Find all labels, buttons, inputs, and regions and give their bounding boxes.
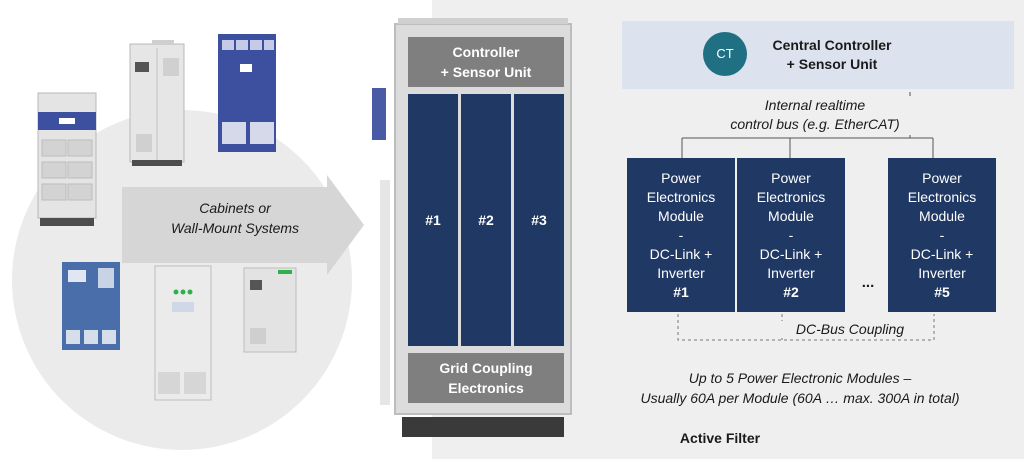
module-5-line3: Module — [919, 207, 965, 224]
cabinet-slot-2-label: #2 — [478, 212, 494, 228]
cabinet-illustration-e — [154, 265, 212, 401]
module-5-number: #5 — [934, 283, 950, 300]
ct-badge: CT — [703, 32, 747, 76]
cabinet-base — [402, 417, 564, 437]
module-1-line2: Electronics — [646, 188, 716, 205]
bus-label: Internal realtime control bus (e.g. Ethe… — [690, 96, 940, 134]
module-1-line4: - — [678, 226, 684, 243]
module-5-line2: Electronics — [907, 188, 977, 205]
cabinet-controller-line2: + Sensor Unit — [440, 64, 532, 80]
cabinet-side-panel — [380, 180, 390, 405]
module-2-line3: Module — [768, 207, 814, 224]
power-module-5: Power Electronics Module - DC-Link + Inv… — [888, 158, 996, 312]
module-2-line1: Power — [771, 169, 811, 186]
central-controller-box — [622, 21, 1014, 89]
module-2-line2: Electronics — [756, 188, 826, 205]
module-1-line6: Inverter — [657, 264, 705, 281]
cabinet-top-rail — [398, 18, 568, 24]
cabinet-slot-1-label: #1 — [425, 212, 441, 228]
module-5-line6: Inverter — [918, 264, 966, 281]
active-filter-caption: Active Filter — [679, 430, 761, 446]
cabinet-illustrations — [37, 34, 297, 401]
cabinet-illustration-f — [243, 267, 297, 353]
cabinet-grid-block: Grid Coupling Electronics — [408, 353, 564, 403]
ct-badge-label: CT — [716, 46, 734, 61]
cabinet-illustration-a — [37, 92, 97, 226]
module-2-number: #2 — [783, 283, 799, 300]
arrow-label-line1: Cabinets or — [199, 200, 271, 216]
cabinet-slot-3-label: #3 — [531, 212, 547, 228]
module-5-line5: DC-Link + — [910, 245, 974, 262]
cabinet-side-tab — [372, 88, 386, 140]
power-module-1: Power Electronics Module - DC-Link + Inv… — [627, 158, 735, 312]
central-controller-label: Central Controller + Sensor Unit — [752, 36, 912, 74]
module-5-line4: - — [939, 226, 945, 243]
summary-line2: Usually 60A per Module (60A … max. 300A … — [640, 390, 960, 406]
module-1-line5: DC-Link + — [649, 245, 713, 262]
module-1-number: #1 — [673, 283, 689, 300]
arrow-label: Cabinets or Wall-Mount Systems — [135, 198, 335, 238]
summary-line1: Up to 5 Power Electronic Modules – — [688, 370, 912, 386]
cabinet-controller-line1: Controller — [452, 44, 520, 60]
bus-label-line2: control bus (e.g. EtherCAT) — [730, 116, 900, 132]
module-5-line1: Power — [922, 169, 962, 186]
module-1-line1: Power — [661, 169, 701, 186]
cabinet-slot-3: #3 — [514, 94, 564, 346]
cabinet-illustration-c — [218, 34, 276, 152]
cabinet-controller-block: Controller + Sensor Unit — [408, 37, 564, 87]
central-controller-line2: + Sensor Unit — [786, 56, 878, 72]
cabinet-grid-line1: Grid Coupling — [439, 360, 533, 376]
cabinet-grid-line2: Electronics — [448, 380, 524, 396]
arrow-label-line2: Wall-Mount Systems — [170, 220, 300, 236]
module-2-line6: Inverter — [767, 264, 815, 281]
dc-bus-label: DC-Bus Coupling — [780, 321, 920, 337]
bus-label-line1: Internal realtime — [764, 97, 866, 113]
central-controller-line1: Central Controller — [772, 37, 892, 53]
cabinet-illustration-d — [62, 262, 120, 350]
summary-text: Up to 5 Power Electronic Modules – Usual… — [590, 368, 1010, 408]
arrow-shape — [122, 175, 364, 275]
cabinet-slot-1: #1 — [408, 94, 458, 346]
module-2-line5: DC-Link + — [759, 245, 823, 262]
module-1-line3: Module — [658, 207, 704, 224]
cabinet-slot-2: #2 — [461, 94, 511, 346]
module-2-line4: - — [788, 226, 794, 243]
cabinet-illustration-b — [129, 40, 185, 166]
modules-ellipsis: ... — [861, 274, 875, 291]
power-module-2: Power Electronics Module - DC-Link + Inv… — [737, 158, 845, 312]
